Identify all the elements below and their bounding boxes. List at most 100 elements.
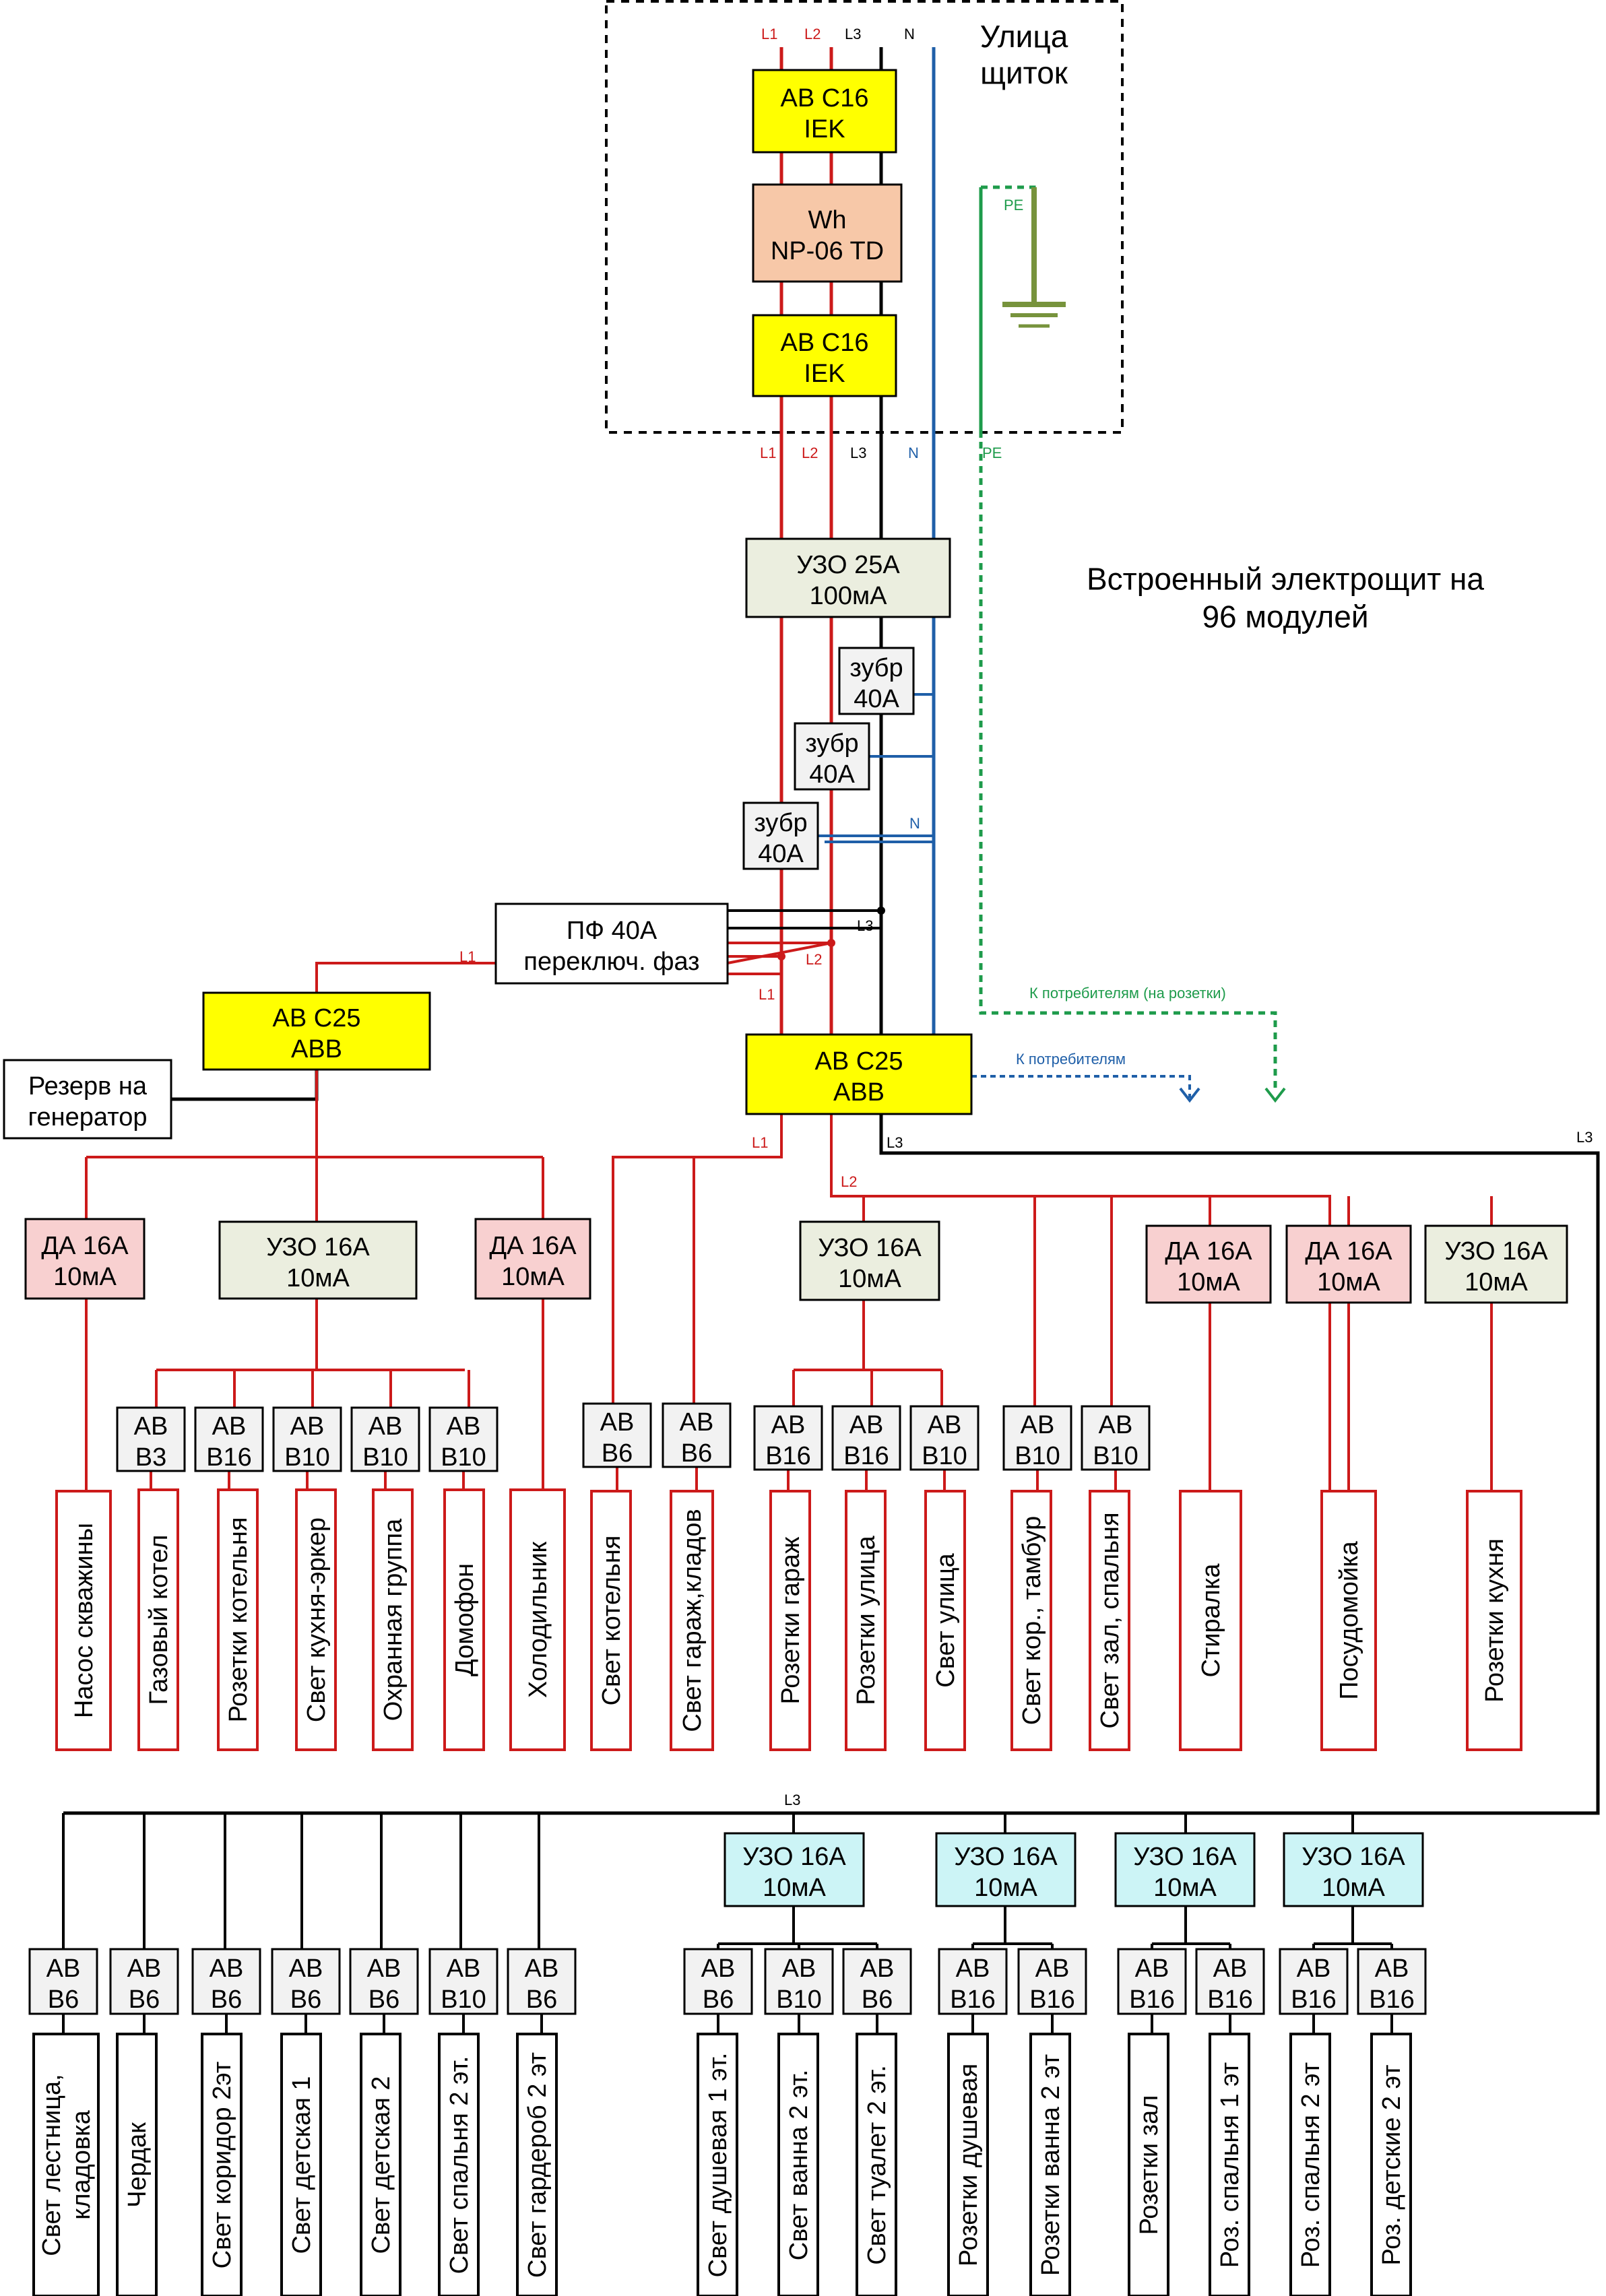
- junction-l2: [827, 939, 835, 947]
- load-row2-12-label: Розетки ванна 2 эт: [1037, 2054, 1065, 2276]
- load-row2-16: Роз. детские 2 эт: [1370, 2033, 1412, 2296]
- pf-phase-switch-frame: [494, 903, 729, 985]
- load-row1-7-label: Холодильник: [524, 1541, 552, 1698]
- load-row1-8-label: Свет котельня: [598, 1536, 626, 1706]
- load-row2-5: Свет детская 2: [360, 2033, 402, 2296]
- load-row2-13-frame: [1128, 2033, 1169, 2296]
- label-l2-top: L2: [804, 26, 821, 42]
- breaker-row2-14-frame: [1195, 1948, 1265, 2015]
- load-row1-10: Розетки гараж: [769, 1490, 811, 1751]
- load-row1-13: Свет кор., тамбур: [1010, 1490, 1052, 1751]
- wire-pf-to-ab-left: [315, 962, 496, 993]
- breaker-b10-frame: [909, 1405, 979, 1471]
- da-16a-right1-frame: [1145, 1224, 1272, 1304]
- label-l1-mid: L1: [760, 445, 776, 461]
- load-row2-3-frame: [201, 2033, 243, 2296]
- wire-l3-bus: [63, 1114, 1600, 1815]
- uzo-16a-right-frame: [1424, 1224, 1568, 1304]
- breaker-b8-frame: [753, 1405, 823, 1471]
- load-row2-4: Свет детская 1: [280, 2033, 322, 2296]
- street-panel-frame: [605, 0, 1124, 434]
- breaker-b9-frame: [831, 1405, 901, 1471]
- uzo-cyan-1-frame: [724, 1832, 865, 1907]
- ab-c25-left-frame: [202, 991, 431, 1071]
- load-row2-14: Роз. спальня 1 эт: [1209, 2033, 1250, 2296]
- load-row1-5: Охранная группа: [372, 1488, 414, 1751]
- label-l2-pf: L2: [806, 951, 822, 968]
- load-row1-17-frame: [1466, 1490, 1522, 1751]
- load-row1-16: Посудомойка: [1320, 1490, 1377, 1751]
- load-row2-8-label: Свет душевая 1 эт.: [704, 2053, 732, 2278]
- label-n-mid: N: [908, 445, 919, 461]
- label-l3-row1: L3: [887, 1134, 903, 1151]
- zubr-relay-1-frame: [838, 647, 915, 715]
- label-l2-row1: L2: [841, 1173, 857, 1190]
- ab-c25-main-frame: [745, 1033, 973, 1115]
- load-row2-5-label: Свет детская 2: [367, 2076, 395, 2254]
- load-row1-1: Насос скважины: [55, 1490, 112, 1751]
- load-row1-2-label: Газовый котел: [145, 1535, 173, 1705]
- load-row2-7-label: Свет гардероб 2 эт: [523, 2052, 552, 2278]
- load-row2-2-label: Чердак: [123, 2122, 152, 2208]
- label-pe-mid: PE: [982, 445, 1002, 461]
- load-row2-11: Розетки душевая: [947, 2033, 989, 2296]
- load-row1-5-label: Охранная группа: [379, 1518, 408, 1721]
- load-row2-1: Свет лестница,кладовка: [32, 2033, 100, 2296]
- breaker-b1-frame: [116, 1406, 186, 1472]
- load-row1-9: Свет гараж,кладов: [670, 1490, 714, 1751]
- load-row1-8: Свет котельня: [590, 1490, 632, 1751]
- load-row1-11: Розетки улица: [845, 1490, 887, 1751]
- load-row2-16-frame: [1370, 2033, 1412, 2296]
- load-row2-10-frame: [856, 2033, 897, 2296]
- load-row1-5-frame: [372, 1488, 414, 1751]
- label-l1-pf: L1: [759, 986, 775, 1003]
- load-row2-11-frame: [947, 2033, 989, 2296]
- label-consumers: К потребителям: [1016, 1051, 1126, 1068]
- load-row2-11-label: Розетки душевая: [955, 2064, 983, 2266]
- label-n-top: N: [904, 26, 915, 42]
- load-row2-13: Розетки зал: [1128, 2033, 1169, 2296]
- reserve-generator-frame: [3, 1059, 172, 1140]
- load-row2-14-label: Роз. спальня 1 эт: [1216, 2062, 1244, 2268]
- load-row2-7-frame: [516, 2033, 558, 2296]
- label-pe-ground: PE: [1004, 197, 1023, 214]
- load-row1-3: Розетки котельня: [217, 1488, 259, 1751]
- load-row2-4-frame: [280, 2033, 322, 2296]
